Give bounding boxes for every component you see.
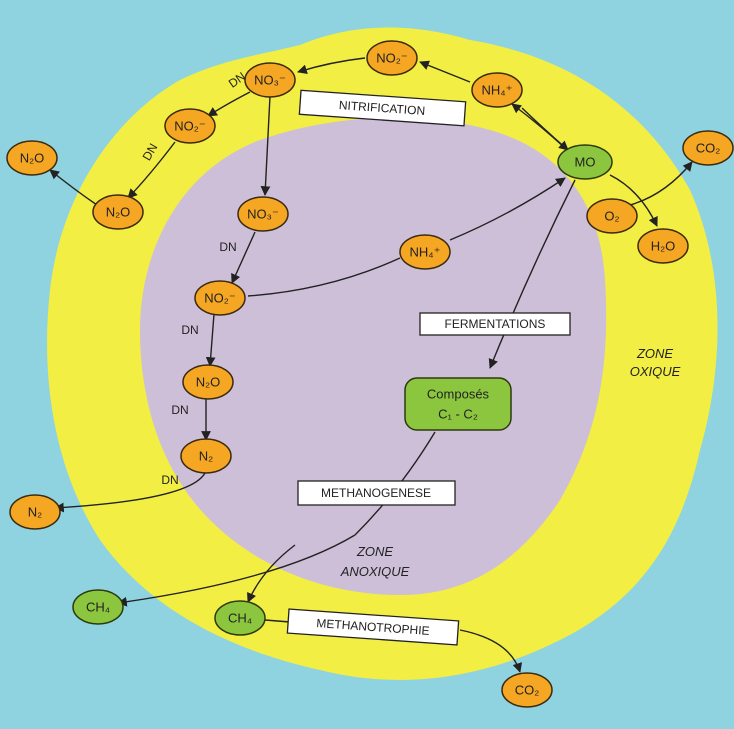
- node-n2o-left: N₂O: [92, 194, 144, 230]
- zone-anoxique-line2: ANOXIQUE: [340, 564, 410, 579]
- anoxic-zone: [140, 117, 607, 595]
- methanogenese-label: METHANOGENESE: [321, 486, 431, 500]
- compounds-range: C₁ - C₂: [438, 407, 478, 422]
- node-ch4-out: CH₄: [72, 589, 124, 625]
- node-label: NO₃⁻: [254, 73, 286, 88]
- node-n2o-out: N₂O: [6, 140, 58, 176]
- node-co2-bottom: CO₂: [501, 672, 553, 708]
- zone-anoxique-line1: ZONE: [356, 544, 393, 559]
- node-label: NH₄⁺: [410, 245, 441, 260]
- node-label: CH₄: [86, 600, 110, 615]
- zone-anoxique-label: ZONE ANOXIQUE: [340, 544, 410, 579]
- node-label: NO₂⁻: [376, 51, 407, 66]
- node-no3-in: NO₃⁻: [237, 196, 289, 232]
- node-no2-in: NO₂⁻: [194, 280, 246, 316]
- process-nitrification: NITRIFICATION: [298, 89, 467, 127]
- dn-label: DN: [181, 323, 198, 337]
- node-n2o-in: N₂O: [182, 364, 234, 400]
- nitrification-label: NITRIFICATION: [338, 98, 425, 118]
- process-methanogenese: METHANOGENESE: [297, 480, 456, 506]
- node-label: NO₂⁻: [174, 119, 205, 134]
- process-fermentations: FERMENTATIONS: [419, 312, 571, 336]
- node-nh4-in: NH₄⁺: [399, 234, 451, 270]
- node-no2-top: NO₂⁻: [366, 40, 418, 76]
- node-label: N₂O: [20, 151, 45, 166]
- node-label: N₂O: [106, 205, 131, 220]
- compounds-c1-c2: Composés C₁ - C₂: [404, 377, 512, 431]
- node-co2-right: CO₂: [682, 130, 734, 166]
- node-label: MO: [575, 155, 596, 170]
- node-label: NO₃⁻: [247, 207, 279, 222]
- node-n2-in: N₂: [180, 438, 232, 474]
- node-label: H₂O: [651, 239, 676, 254]
- node-label: NH₄⁺: [482, 83, 513, 98]
- node-o2: O₂: [586, 198, 638, 234]
- compounds-label: Composés: [427, 387, 490, 402]
- zone-oxique-line2: OXIQUE: [630, 364, 681, 379]
- fermentations-label: FERMENTATIONS: [445, 317, 546, 331]
- node-no2-left: NO₂⁻: [164, 108, 216, 144]
- node-label: CH₄: [228, 611, 252, 626]
- node-nh4-top: NH₄⁺: [471, 72, 523, 108]
- zone-oxique-line1: ZONE: [636, 346, 673, 361]
- node-h2o: H₂O: [637, 228, 689, 264]
- node-label: CO₂: [696, 141, 721, 156]
- process-methanotrophie: METHANOTROPHIE: [286, 608, 460, 646]
- dn-label: DN: [171, 403, 188, 417]
- node-label: CO₂: [515, 683, 540, 698]
- node-ch4-in: CH₄: [214, 600, 266, 636]
- node-label: N₂O: [196, 375, 221, 390]
- dn-label: DN: [161, 473, 178, 487]
- node-label: NO₂⁻: [204, 291, 235, 306]
- node-label: O₂: [604, 209, 619, 224]
- node-n2-out: N₂: [9, 494, 61, 530]
- node-label: N₂: [28, 505, 42, 520]
- node-no3-top: NO₃⁻: [244, 62, 296, 98]
- node-mo: MO: [557, 144, 613, 180]
- node-label: N₂: [199, 449, 213, 464]
- dn-label: DN: [219, 240, 236, 254]
- zone-oxique-label: ZONE OXIQUE: [630, 346, 681, 379]
